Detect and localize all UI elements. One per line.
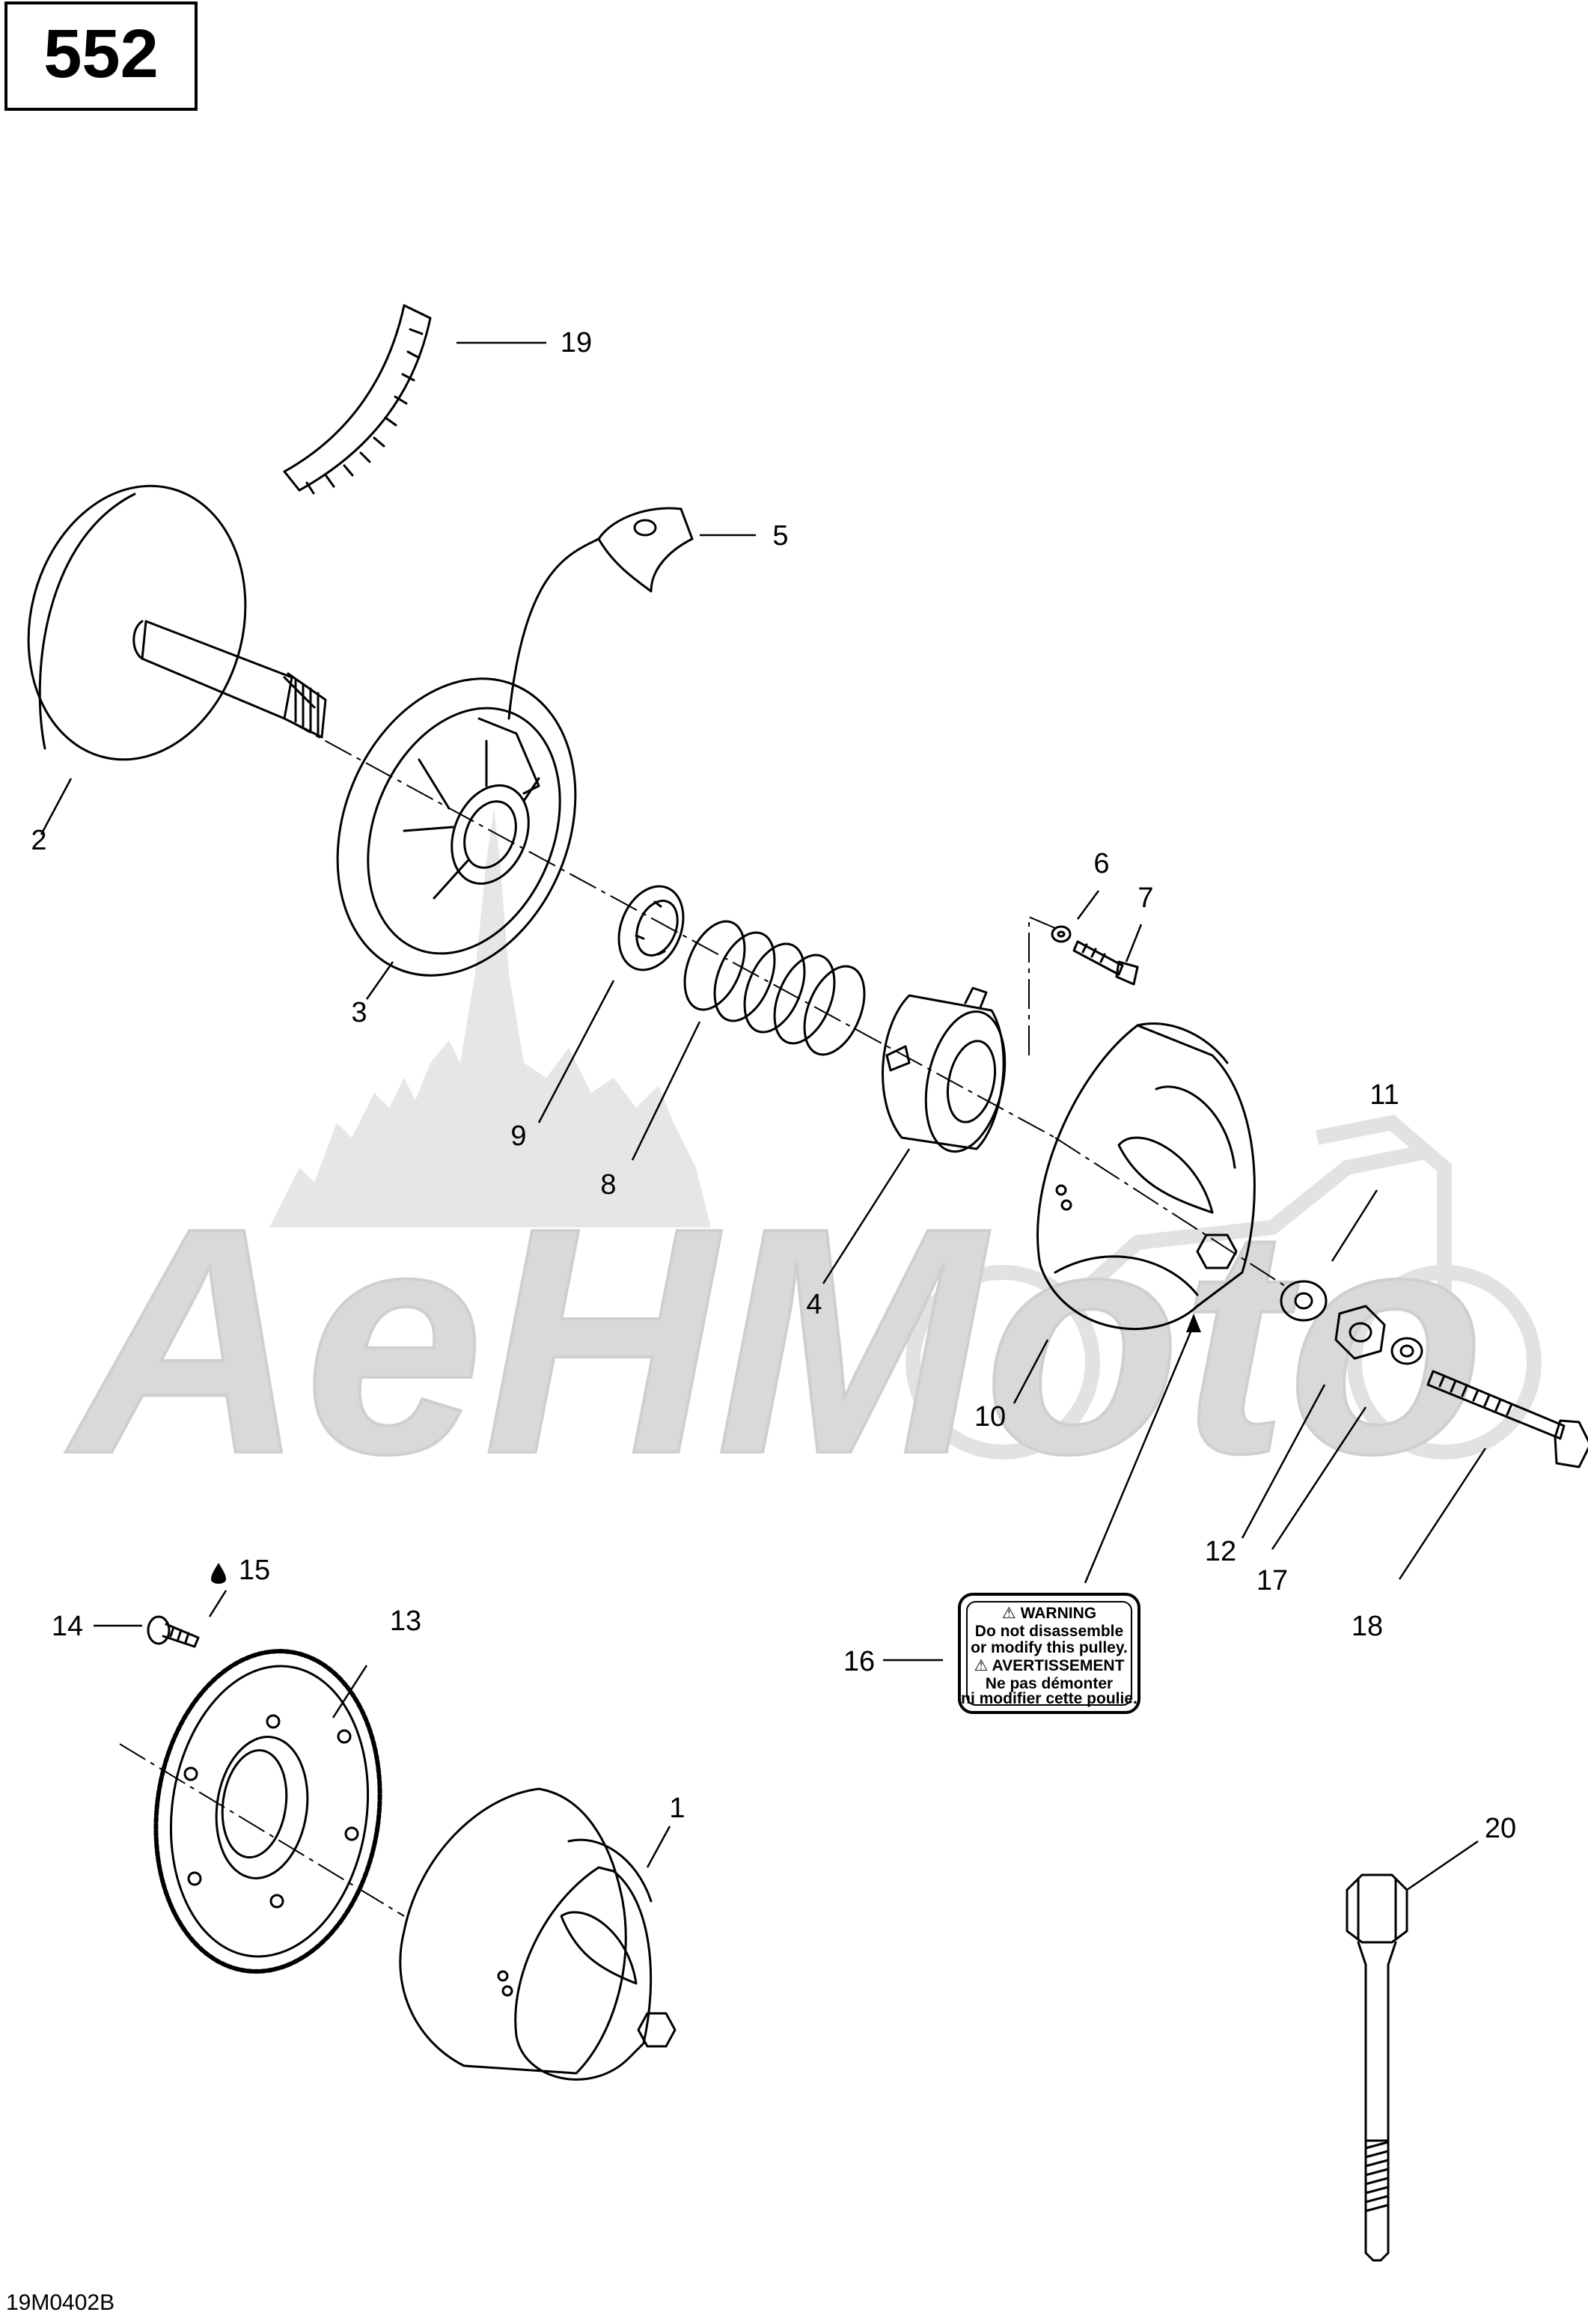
callout-6: 6: [1093, 848, 1109, 879]
part-movable-sheave: [1036, 1022, 1256, 1330]
callout-19: 19: [561, 327, 592, 359]
warning-label-arrow: [1186, 1314, 1201, 1332]
warning-line-2: Do not disassemble: [975, 1623, 1123, 1640]
callout-10: 10: [974, 1401, 1006, 1433]
part-fixed-sheave: [27, 484, 327, 761]
callout-20: 20: [1485, 1813, 1516, 1844]
callout-9: 9: [510, 1120, 526, 1152]
part-cam: [882, 986, 1007, 1153]
part-nut-12: [1334, 1305, 1386, 1360]
drawing-reference-code: 19M0402B: [6, 2290, 115, 2315]
callout-18: 18: [1352, 1611, 1383, 1642]
callout-1: 1: [669, 1793, 685, 1824]
warning-line-6: ni modifier cette poulie.: [961, 1690, 1137, 1707]
callout-8: 8: [600, 1169, 616, 1201]
callout-11: 11: [1369, 1079, 1399, 1111]
page-number-box: 552: [4, 1, 198, 111]
callout-15: 15: [239, 1555, 270, 1586]
assembly-axis-lines: [119, 718, 1288, 1917]
part-screw-14: [147, 1615, 200, 1648]
watermark-text: AeHMoto: [62, 1162, 1484, 1521]
callout-12: 12: [1205, 1536, 1236, 1567]
callout-labels: 1 2 3 4 5 6 7 8 9 10 11 12 13 14 15 16 1…: [31, 327, 1516, 1844]
leader-lines: [40, 341, 1487, 1891]
part-slider-shoe: [507, 507, 694, 720]
watermark-skyline: [269, 808, 711, 1227]
part-compression-spring: [683, 920, 866, 1056]
warning-line-3: or modify this pulley.: [971, 1639, 1128, 1656]
part-spring-seat: [617, 885, 685, 972]
warning-line-1: ⚠ WARNING: [1002, 1605, 1096, 1622]
callout-2: 2: [31, 825, 46, 856]
warning-decal: ⚠ WARNING Do not disassemble or modify t…: [958, 1593, 1140, 1714]
part-screw-7: [1072, 940, 1139, 986]
callout-7: 7: [1137, 882, 1153, 914]
part-puller-tool: [1346, 1873, 1408, 2262]
callout-4: 4: [806, 1289, 822, 1320]
part-washer-6: [1051, 925, 1072, 943]
part-drive-belt: [283, 304, 432, 495]
watermark-motorcycle: [906, 1114, 1542, 1460]
part-spider-plate: [336, 677, 577, 977]
part-bolt-18: [1426, 1370, 1588, 1468]
callout-14: 14: [52, 1611, 83, 1642]
callout-5: 5: [772, 520, 788, 552]
part-ring-gear: [153, 1649, 382, 1974]
adhesive-drop-icon: [211, 1563, 226, 1584]
warning-line-4: ⚠ AVERTISSEMENT: [974, 1657, 1125, 1674]
page-number: 552: [43, 16, 159, 92]
callout-3: 3: [351, 997, 367, 1028]
warning-line-5: Ne pas démonter: [986, 1675, 1113, 1692]
part-lock-washer-17: [1390, 1337, 1423, 1365]
callout-17: 17: [1256, 1565, 1288, 1596]
callout-16: 16: [843, 1646, 875, 1677]
part-drive-pulley: [399, 1787, 677, 2081]
part-washer-11: [1280, 1280, 1328, 1322]
callout-13: 13: [390, 1605, 421, 1637]
watermark: AeHMoto: [61, 808, 1542, 1522]
